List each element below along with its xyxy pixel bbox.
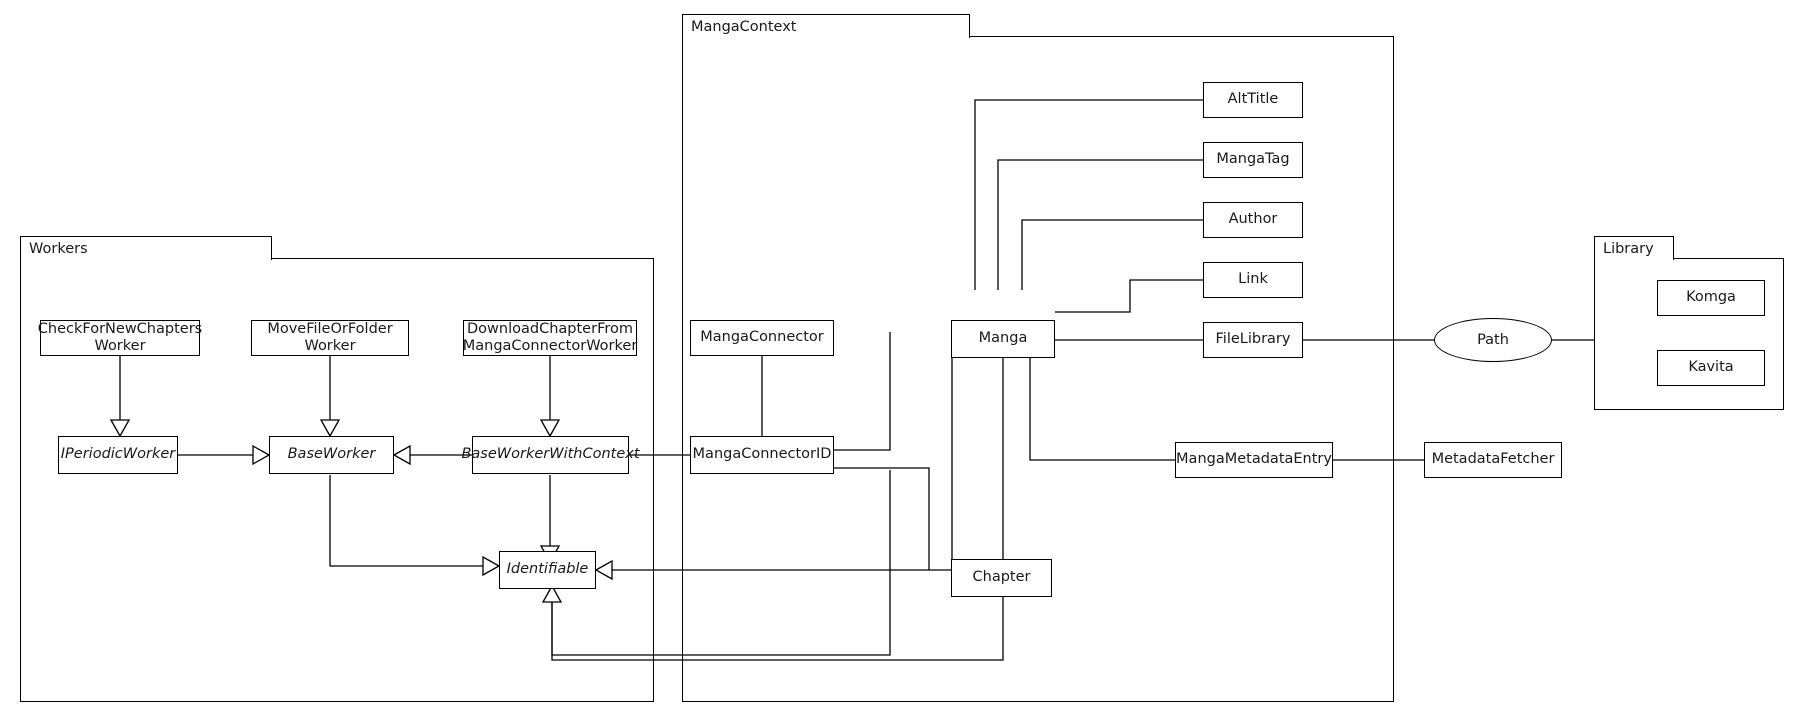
- package-library-label: Library: [1603, 240, 1654, 257]
- library-tab-seam: [1595, 257, 1673, 260]
- node-filelibrary[interactable]: FileLibrary: [1203, 322, 1303, 358]
- node-alttitle[interactable]: AltTitle: [1203, 82, 1303, 118]
- generalization-arrow: [482, 555, 501, 577]
- node-link[interactable]: Link: [1203, 262, 1303, 298]
- generalization-arrow: [392, 444, 411, 466]
- package-workers-body: [20, 258, 654, 702]
- node-label: FileLibrary: [1215, 331, 1291, 348]
- node-label: BaseWorkerWithContext: [461, 446, 640, 463]
- node-label: Kavita: [1688, 359, 1734, 376]
- node-path[interactable]: Path: [1434, 318, 1552, 362]
- node-komga[interactable]: Komga: [1657, 280, 1765, 316]
- node-chapter[interactable]: Chapter: [951, 559, 1052, 597]
- package-mangacontext-tab: MangaContext: [682, 14, 970, 38]
- node-label: Author: [1228, 211, 1278, 228]
- node-label: DownloadChapterFrom MangaConnectorWorker: [462, 320, 638, 354]
- node-label: IPeriodicWorker: [60, 446, 176, 463]
- node-label: MangaConnector: [700, 329, 824, 346]
- generalization-arrow: [541, 584, 563, 603]
- mangacontext-tab-seam: [683, 35, 969, 38]
- node-label: MangaTag: [1216, 151, 1290, 168]
- package-mangacontext-label: MangaContext: [691, 18, 797, 35]
- node-label: Komga: [1686, 289, 1736, 306]
- package-workers-label: Workers: [29, 240, 88, 257]
- generalization-arrow: [539, 419, 561, 438]
- node-label: BaseWorker: [287, 446, 376, 463]
- node-label: MoveFileOrFolder Worker: [267, 320, 393, 354]
- package-mangacontext-body: [682, 36, 1394, 702]
- node-mangametadataentry[interactable]: MangaMetadataEntry: [1175, 442, 1333, 478]
- node-manga[interactable]: Manga: [951, 320, 1055, 358]
- node-label: Manga: [978, 330, 1028, 347]
- node-iperiodicworker[interactable]: IPeriodicWorker: [58, 436, 178, 474]
- node-label: Chapter: [972, 569, 1031, 586]
- workers-tab-seam: [21, 257, 271, 260]
- node-identifiable[interactable]: Identifiable: [499, 551, 596, 589]
- node-label: Link: [1238, 271, 1268, 288]
- node-label: CheckForNewChapters Worker: [37, 320, 203, 354]
- node-kavita[interactable]: Kavita: [1657, 350, 1765, 386]
- node-mangaconnector[interactable]: MangaConnector: [690, 320, 834, 356]
- node-author[interactable]: Author: [1203, 202, 1303, 238]
- node-label: AltTitle: [1227, 91, 1279, 108]
- package-workers-tab: Workers: [20, 236, 272, 260]
- node-move-file-or-folder-worker[interactable]: MoveFileOrFolder Worker: [251, 320, 409, 356]
- node-label: MetadataFetcher: [1431, 451, 1555, 468]
- node-label: Path: [1477, 332, 1509, 348]
- package-library-body: [1594, 258, 1784, 410]
- node-label: MangaMetadataEntry: [1176, 451, 1332, 468]
- node-mangaconnectorid[interactable]: MangaConnectorID: [690, 436, 834, 474]
- node-mangatag[interactable]: MangaTag: [1203, 142, 1303, 178]
- node-label: Identifiable: [506, 561, 589, 578]
- node-download-chapter-from-manga-connector-worker[interactable]: DownloadChapterFrom MangaConnectorWorker: [463, 320, 637, 356]
- node-metadatafetcher[interactable]: MetadataFetcher: [1424, 442, 1562, 478]
- generalization-arrow: [252, 444, 271, 466]
- node-baseworkerwithcontext[interactable]: BaseWorkerWithContext: [461, 436, 640, 474]
- node-check-for-new-chapters-worker[interactable]: CheckForNewChapters Worker: [38, 320, 202, 356]
- node-baseworker[interactable]: BaseWorker: [269, 436, 394, 474]
- generalization-arrow: [594, 559, 613, 581]
- package-library-tab: Library: [1594, 236, 1674, 260]
- generalization-arrow: [109, 419, 131, 438]
- generalization-arrow: [319, 419, 341, 438]
- node-label: MangaConnectorID: [692, 446, 832, 463]
